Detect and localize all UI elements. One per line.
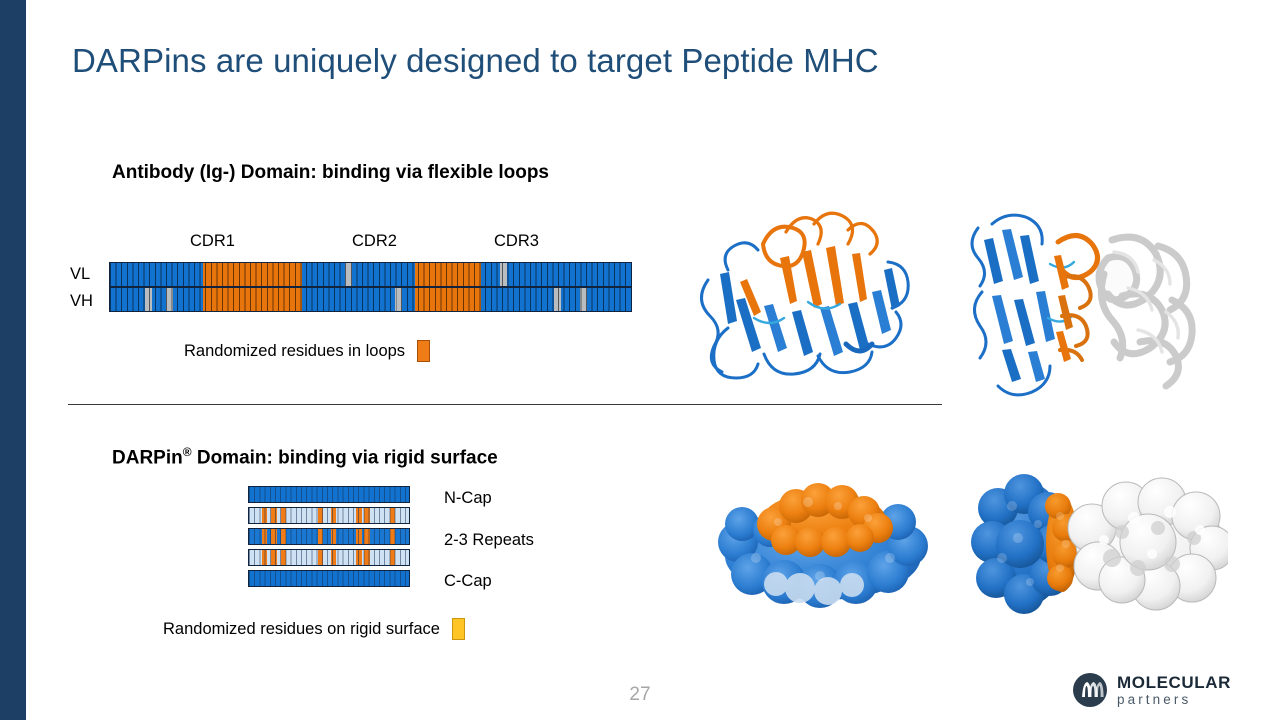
- antibody-mhc-complex-figure: [962, 200, 1218, 408]
- randomized-residue-stripe: [330, 508, 337, 523]
- vh-segment: [145, 288, 153, 311]
- molecular-partners-mark-icon: [1073, 673, 1107, 707]
- randomized-residue-stripe: [364, 508, 370, 523]
- cdr3-label: CDR3: [494, 232, 539, 250]
- randomized-residue-stripe: [317, 529, 324, 544]
- darpin-repeat-bar: [248, 486, 410, 503]
- vh-sequence-bar: [109, 287, 632, 312]
- antibody-legend-label: Randomized residues in loops: [184, 341, 406, 360]
- randomized-residue-stripe: [356, 550, 362, 565]
- randomized-residue-stripe: [271, 529, 277, 544]
- randomized-residue-stripe: [389, 550, 396, 565]
- vh-segment: [395, 288, 403, 311]
- antibody-domain-figure: [668, 196, 930, 392]
- vh-segment: [561, 288, 580, 311]
- randomized-residue-stripe: [281, 529, 287, 544]
- vh-segment: [301, 288, 396, 311]
- darpin-legend-swatch: [451, 618, 465, 640]
- darpin-legend: Randomized residues on rigid surface: [163, 618, 465, 640]
- darpin-repeat-bar: [248, 528, 410, 545]
- vl-segment: [202, 263, 302, 286]
- vl-chain-label: VL: [70, 265, 91, 283]
- page-number: 27: [629, 684, 651, 705]
- page-title: DARPins are uniquely designed to target …: [72, 42, 879, 79]
- cdr1-label: CDR1: [190, 232, 235, 250]
- vh-segment: [579, 288, 587, 311]
- vh-segment: [554, 288, 562, 311]
- cdr2-label: CDR2: [352, 232, 397, 250]
- randomized-residue-stripe: [356, 508, 362, 523]
- randomized-residue-stripe: [364, 550, 370, 565]
- vh-segment: [110, 288, 146, 311]
- repeat-residue-ticks: [249, 487, 409, 502]
- darpin-heading-rest: Domain: binding via rigid surface: [191, 447, 498, 469]
- randomized-residue-stripe: [261, 508, 268, 523]
- logo-line-2: partners: [1117, 691, 1192, 707]
- vl-segment: [481, 263, 501, 286]
- randomized-residue-stripe: [261, 529, 268, 544]
- vl-segment: [507, 263, 631, 286]
- vh-chain-label: VH: [70, 292, 93, 310]
- darpin-repeat-bar: [248, 570, 410, 587]
- randomized-residue-stripe: [317, 508, 324, 523]
- vh-segment: [165, 288, 173, 311]
- darpin-repeat-bar: [248, 507, 410, 524]
- antibody-legend-swatch: [417, 340, 431, 362]
- vh-segment: [172, 288, 203, 311]
- vl-segment: [110, 263, 203, 286]
- randomized-residue-stripe: [330, 529, 337, 544]
- logo-line-1: MOLECULAR: [1117, 672, 1231, 692]
- ncap-label: N-Cap: [444, 489, 492, 507]
- vl-segment: [345, 263, 353, 286]
- randomized-residue-stripe: [389, 508, 396, 523]
- company-logo: MOLECULAR partners: [1072, 672, 1231, 708]
- randomized-residue-stripe: [261, 550, 268, 565]
- vl-sequence-bar: [109, 262, 632, 287]
- section-divider: [68, 404, 942, 405]
- darpin-domain-figure: [712, 472, 934, 612]
- vh-segment: [152, 288, 166, 311]
- registered-trademark-icon: ®: [182, 445, 192, 459]
- vh-segment: [402, 288, 415, 311]
- vl-segment: [301, 263, 346, 286]
- ccap-label: C-Cap: [444, 572, 492, 590]
- randomized-residue-stripe: [364, 529, 370, 544]
- antibody-legend: Randomized residues in loops: [184, 340, 431, 362]
- repeat-residue-ticks: [249, 571, 409, 586]
- randomized-residue-stripe: [281, 550, 287, 565]
- randomized-residue-stripe: [271, 508, 277, 523]
- randomized-residue-stripe: [330, 550, 337, 565]
- darpin-legend-label: Randomized residues on rigid surface: [163, 619, 440, 638]
- repeats-label: 2-3 Repeats: [444, 531, 534, 549]
- vl-segment: [352, 263, 415, 286]
- vh-segment: [202, 288, 302, 311]
- antibody-section-heading: Antibody (Ig-) Domain: binding via flexi…: [112, 162, 549, 183]
- randomized-residue-stripe: [271, 550, 277, 565]
- randomized-residue-stripe: [356, 529, 362, 544]
- randomized-residue-stripe: [281, 508, 287, 523]
- vh-segment: [481, 288, 555, 311]
- randomized-residue-stripe: [317, 550, 324, 565]
- darpin-heading-main: DARPin: [112, 447, 183, 469]
- darpin-target-complex-figure: [962, 472, 1228, 614]
- vh-segment: [414, 288, 482, 311]
- randomized-residue-stripe: [389, 529, 396, 544]
- darpin-section-heading: DARPin® Domain: binding via rigid surfac…: [112, 445, 498, 469]
- left-accent-bar: [0, 0, 26, 720]
- darpin-repeat-stack: [248, 486, 410, 591]
- darpin-repeat-bar: [248, 549, 410, 566]
- vl-segment: [500, 263, 507, 286]
- vl-segment: [414, 263, 482, 286]
- vh-segment: [586, 288, 631, 311]
